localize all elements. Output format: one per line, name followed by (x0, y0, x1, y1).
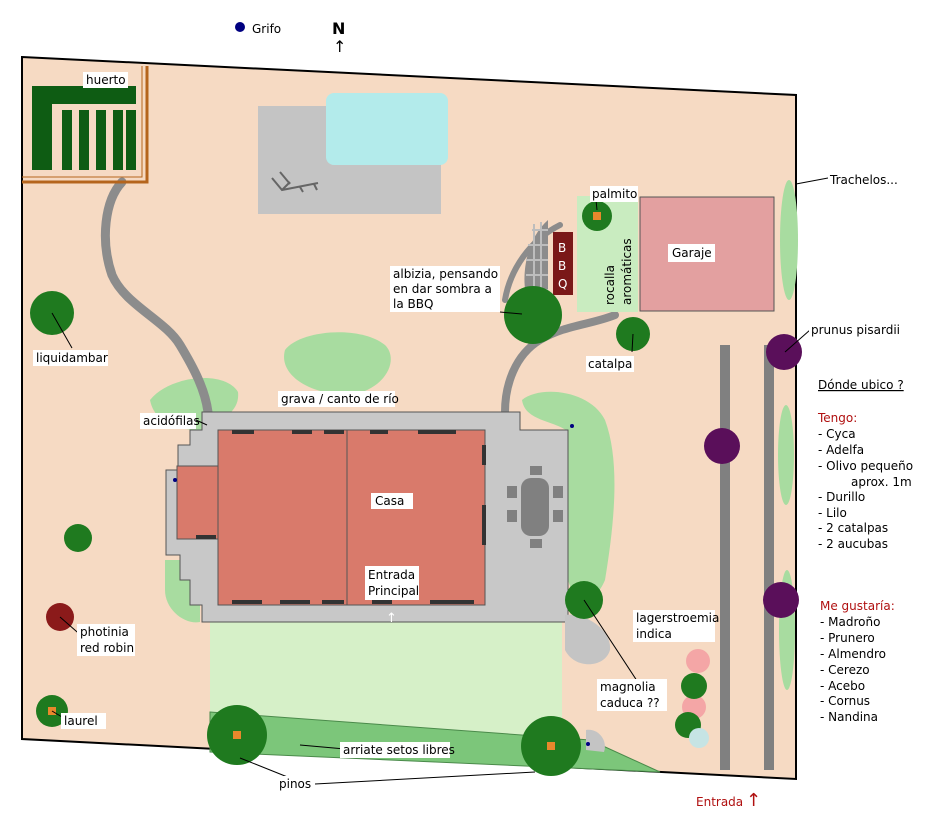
path-bbq (502, 222, 563, 303)
driveway-right (764, 345, 774, 770)
garden-fence-inner (22, 66, 143, 178)
bed-5 (126, 110, 136, 170)
have-item: - Olivo pequeño (818, 459, 913, 473)
door-arrow-icon: ↑ (386, 611, 397, 626)
vegetable-garden-label: huerto (86, 73, 126, 87)
magnolia-label-1: magnolia (600, 680, 656, 694)
laurel-label: laurel (64, 714, 98, 728)
hedge-right-top (780, 180, 798, 300)
hedge-bed-label: arriate setos libres (343, 743, 455, 757)
sun-lounger-icon (271, 171, 319, 193)
tree-prunus-3 (763, 582, 799, 618)
have-item: aprox. 1m (851, 475, 912, 489)
entrance-light (586, 742, 590, 746)
trachelos-label: Trachelos... (829, 173, 898, 187)
have-title: Tengo: (817, 411, 857, 425)
question-note: Dónde ubico ? (818, 378, 904, 392)
faucet-label: Grifo (252, 22, 281, 36)
lawn-front (210, 622, 562, 740)
shrub-lightblue (689, 728, 709, 748)
rockery-label: rocalla (603, 265, 617, 305)
aromatic-label: aromáticas (620, 238, 634, 305)
garden-fence (22, 66, 149, 184)
tree-albizia (504, 286, 562, 344)
grey-mound-small (586, 729, 605, 752)
bed-2 (79, 110, 89, 170)
albizia-label-1: albizia, pensando (393, 267, 498, 281)
faucet-icon (235, 22, 245, 32)
shrub-green-1 (681, 673, 707, 699)
bed-1 (62, 110, 72, 170)
pines-label: pinos (279, 777, 311, 791)
have-item: - Cyca (818, 427, 856, 441)
tree-pine-2-trunk (547, 742, 555, 750)
palmito-label: palmito (592, 187, 637, 201)
table-chairs-icon (507, 466, 563, 548)
north-arrow-icon: ↑ (333, 37, 346, 56)
tree-prunus-2 (704, 428, 740, 464)
acidofilas-label: acidófilas (143, 414, 200, 428)
bed-left (32, 86, 52, 170)
path-left (100, 177, 213, 417)
shrub-lager-1 (686, 649, 710, 673)
albizia-label-2: en dar sombra a (393, 282, 492, 296)
tree-palmito-trunk (593, 212, 601, 220)
have-item: - Adelfa (818, 443, 864, 457)
prunus-label: prunus pisardii (811, 323, 900, 337)
bbq-letter-3: Q (558, 277, 567, 291)
want-item: - Cornus (820, 694, 870, 708)
want-item: - Prunero (820, 631, 875, 645)
want-item: - Madroño (820, 615, 880, 629)
label-backgrounds (33, 72, 903, 792)
main-entrance-label-2: Principal (368, 584, 419, 598)
house-left (217, 429, 348, 606)
hedge-right-mid (778, 405, 794, 505)
lagerstroemia-label-2: indica (636, 627, 672, 641)
driveway-left (720, 345, 730, 770)
want-item: - Almendro (820, 647, 886, 661)
patio-light-left (173, 478, 177, 482)
house-windows (196, 430, 486, 604)
catalpa-label: catalpa (588, 357, 632, 371)
patio-light-right (570, 424, 574, 428)
albizia-label-3: la BBQ (393, 297, 433, 311)
have-item: - Lilo (818, 506, 847, 520)
want-title: Me gustaría: (820, 599, 895, 613)
tree-pine-1-trunk (233, 731, 241, 739)
entrance-arrow-icon: ↑ (746, 790, 761, 811)
bbq-letter-1: B (558, 241, 566, 255)
house-label: Casa (375, 494, 404, 508)
bbq (553, 232, 573, 295)
gravel-label: grava / canto de río (281, 392, 399, 406)
have-item: - Durillo (818, 490, 865, 504)
bed-4 (113, 110, 123, 170)
pool (326, 93, 448, 165)
magnolia-label-2: caduca ?? (600, 696, 660, 710)
lagerstroemia-label-1: lagerstroemia (636, 611, 719, 625)
entrance-label: Entrada (696, 795, 743, 809)
north-letter: N (332, 19, 345, 38)
liquidambar-label: liquidambar (36, 351, 108, 365)
bed-top (32, 86, 136, 104)
grey-mound (565, 614, 611, 665)
garage-label: Garaje (672, 246, 712, 260)
want-item: - Acebo (820, 679, 865, 693)
lawn-patch-top (284, 332, 391, 395)
tree-prunus-1 (766, 334, 802, 370)
want-item: - Nandina (820, 710, 878, 724)
main-entrance-label-1: Entrada (368, 568, 415, 582)
photinia-label-1: photinia (80, 625, 129, 639)
photinia-label-2: red robin (80, 641, 134, 655)
want-item: - Cerezo (820, 663, 870, 677)
bed-3 (96, 110, 106, 170)
bbq-letter-2: B (558, 259, 566, 273)
tree-small-left (64, 524, 92, 552)
house-annex (176, 465, 219, 540)
have-item: - 2 catalpas (818, 521, 888, 535)
have-item: - 2 aucubas (818, 537, 888, 551)
